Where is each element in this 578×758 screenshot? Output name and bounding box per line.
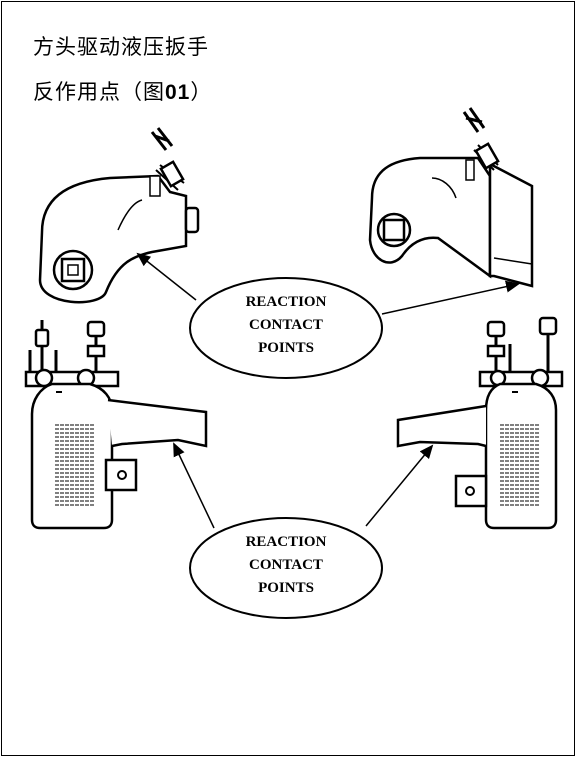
page-title: 方头驱动液压扳手 — [33, 35, 209, 59]
arrow-lower-right — [365, 444, 434, 527]
wrench-top-right — [368, 107, 534, 288]
wrench-top-left — [38, 127, 200, 304]
callout-upper-line3: POINTS — [258, 340, 314, 356]
arrow-upper-right — [381, 280, 520, 315]
figure-caption: 反作用点（图01） — [33, 80, 213, 104]
arrow-lower-left — [173, 442, 215, 529]
callout-lower-line1: REACTION — [246, 534, 327, 550]
callout-upper-line2: CONTACT — [249, 317, 323, 333]
callout-lower: REACTION CONTACT POINTS — [189, 517, 383, 619]
wrench-bottom-right — [396, 316, 564, 530]
wrench-bottom-left — [24, 320, 208, 530]
callout-upper: REACTION CONTACT POINTS — [189, 277, 383, 379]
callout-upper-line1: REACTION — [246, 294, 327, 310]
arrow-upper-left — [136, 252, 197, 301]
callout-lower-line2: CONTACT — [249, 557, 323, 573]
callout-lower-line3: POINTS — [258, 580, 314, 596]
